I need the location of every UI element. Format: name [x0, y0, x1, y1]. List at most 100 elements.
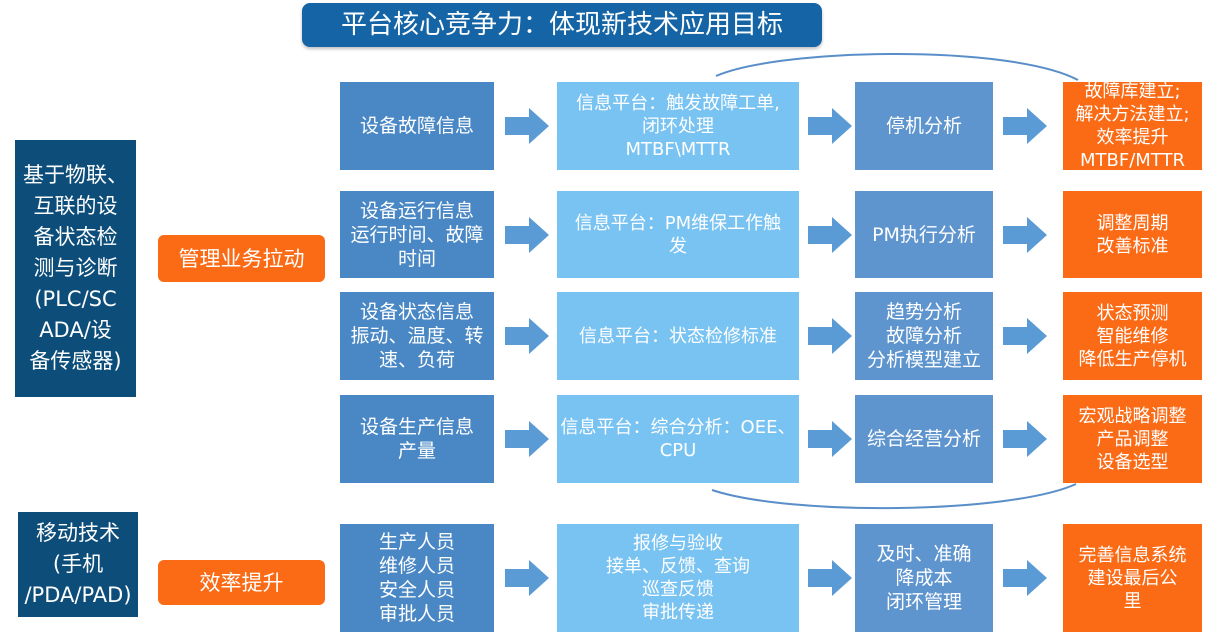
row-1-source-box: 设备故障信息	[340, 82, 494, 170]
row-1-platform-line: 信息平台：触发故障工单,	[576, 92, 780, 114]
row-1-analysis-line: 停机分析	[885, 115, 962, 137]
row-1-analysis-box: 停机分析	[855, 82, 993, 170]
row-2-arrow-2-icon	[808, 216, 852, 253]
row-5-analysis-line: 闭环管理	[885, 591, 962, 613]
row-3-analysis-line: 故障分析	[885, 325, 962, 347]
mobile-line-2: (手机	[52, 552, 104, 576]
row-4-result-line: 产品调整	[1096, 428, 1169, 450]
row-2-platform-line: 发	[669, 235, 687, 257]
row-5-result-line: 完善信息系统	[1078, 544, 1187, 566]
row-4-analysis-line: 综合经营分析	[866, 428, 981, 450]
row-3-platform-box: 信息平台：状态检修标准	[557, 292, 799, 380]
row-3-analysis-line: 趋势分析	[885, 301, 962, 323]
row-3-source-box: 设备状态信息振动、温度、转速、负荷	[340, 292, 494, 380]
iot-line-1: 基于物联、	[23, 163, 128, 187]
row-5-result-box: 完善信息系统建设最后公里	[1063, 524, 1202, 632]
top-loop-arc	[715, 53, 1079, 81]
row-1-platform-line: 闭环处理	[642, 115, 714, 137]
row-4-source-line: 设备生产信息	[359, 416, 474, 438]
row-2-result-box: 调整周期改善标准	[1063, 191, 1202, 278]
row-5-result-line: 建设最后公	[1087, 567, 1178, 589]
iot-line-3: 备状态检	[33, 225, 118, 249]
row-4-arrow-1-icon	[505, 421, 549, 457]
row-2-analysis-line: PM执行分析	[872, 223, 976, 246]
row-5-platform-line: 审批传递	[642, 602, 714, 623]
page-title-text: 平台核心竞争力：体现新技术应用目标	[340, 10, 783, 40]
row-5-source-line: 安全人员	[378, 579, 455, 601]
mobile-line-1: 移动技术	[36, 521, 120, 545]
row-3-result-line: 降低生产停机	[1078, 348, 1187, 370]
row-4-arrow-2-icon	[808, 421, 852, 457]
iot-line-5: (PLC/SC	[34, 287, 117, 311]
row-1-source-line: 设备故障信息	[359, 115, 474, 137]
row-4-analysis-box: 综合经营分析	[855, 395, 993, 483]
row-5-analysis-box: 及时、准确降成本闭环管理	[855, 524, 993, 632]
row-5-platform-line: 报修与验收	[633, 533, 723, 554]
row-3-source-line: 设备状态信息	[359, 301, 474, 323]
row-5-source-line: 审批人员	[378, 603, 455, 625]
efficiency-driver-text: 效率提升	[199, 570, 284, 595]
row-1-platform-line: MTBF\MTTR	[625, 138, 731, 160]
row-1-result-line: MTBF/MTTR	[1079, 150, 1185, 171]
row-1-result-line: 故障库建立;	[1084, 81, 1181, 102]
row-5-platform-box: 报修与验收接单、反馈、查询巡查反馈审批传递	[557, 524, 799, 632]
row-2-result-line: 改善标准	[1096, 235, 1169, 257]
row-5-arrow-2-icon	[808, 560, 852, 596]
row-1-result-line: 解决方法建立;	[1075, 104, 1190, 125]
row-2-arrow-1-icon	[505, 216, 549, 253]
management-driver-label: 管理业务拉动	[158, 235, 325, 282]
bottom-loop-arc	[711, 483, 1077, 510]
row-2-source-box: 设备运行信息运行时间、故障时间	[340, 191, 494, 278]
row-5-source-line: 维修人员	[378, 555, 455, 577]
row-3-analysis-box: 趋势分析故障分析分析模型建立	[855, 292, 993, 380]
row-5-result-line: 里	[1123, 590, 1142, 612]
row-3-arrow-3-icon	[1003, 318, 1047, 354]
row-4-platform-line: CPU	[659, 440, 697, 461]
row-2-source-line: 设备运行信息	[359, 199, 474, 222]
row-2-result-line: 调整周期	[1096, 212, 1169, 234]
row-4-result-line: 设备选型	[1096, 451, 1169, 473]
row-2-platform-line: 信息平台：PM维保工作触	[574, 212, 782, 234]
row-1-arrow-1-icon	[505, 108, 549, 144]
iot-line-4: 测与诊断	[33, 256, 118, 280]
row-5-source-box: 生产人员维修人员安全人员审批人员	[340, 524, 494, 632]
iot-line-6: ADA/设	[39, 318, 112, 342]
row-2-analysis-box: PM执行分析	[855, 191, 993, 278]
row-4-arrow-3-icon	[1003, 421, 1047, 457]
row-1-result-line: 效率提升	[1096, 127, 1169, 148]
row-3-source-line: 振动、温度、转	[350, 325, 484, 347]
row-4-platform-line: 信息平台：综合分析：OEE、	[560, 417, 796, 438]
row-4-result-line: 宏观战略调整	[1078, 405, 1187, 427]
row-2-platform-box: 信息平台：PM维保工作触发	[557, 191, 799, 278]
row-3-arrow-2-icon	[808, 318, 852, 354]
row-4-platform-box: 信息平台：综合分析：OEE、CPU	[557, 395, 799, 483]
row-4-result-box: 宏观战略调整产品调整设备选型	[1063, 395, 1202, 483]
row-3-analysis-line: 分析模型建立	[866, 349, 981, 371]
row-4-source-box: 设备生产信息产量	[340, 395, 494, 483]
row-1-arrow-2-icon	[808, 108, 852, 144]
row-2-arrow-3-icon	[1003, 216, 1047, 253]
row-5-platform-line: 接单、反馈、查询	[606, 556, 750, 577]
iot-line-2: 互联的设	[33, 194, 118, 218]
management-driver-text: 管理业务拉动	[178, 246, 305, 271]
row-3-result-box: 状态预测智能维修降低生产停机	[1063, 292, 1202, 380]
row-5-arrow-1-icon	[505, 560, 549, 596]
row-1-arrow-3-icon	[1003, 108, 1047, 144]
mobile-line-3: /PDA/PAD)	[24, 583, 132, 607]
row-5-analysis-line: 及时、准确	[876, 543, 972, 565]
row-4-source-line: 产量	[397, 440, 436, 462]
iot-line-7: 备传感器)	[29, 349, 122, 373]
row-5-analysis-line: 降成本	[895, 567, 953, 589]
row-5-arrow-3-icon	[1003, 560, 1047, 596]
row-3-result-line: 状态预测	[1096, 302, 1169, 324]
row-3-platform-line: 信息平台：状态检修标准	[579, 325, 777, 347]
row-2-source-line: 时间	[397, 247, 436, 270]
row-5-platform-line: 巡查反馈	[642, 579, 714, 600]
row-2-source-line: 运行时间、故障	[350, 223, 484, 246]
page-title: 平台核心竞争力：体现新技术应用目标	[302, 3, 822, 47]
efficiency-driver-label: 效率提升	[158, 560, 325, 605]
row-3-arrow-1-icon	[505, 318, 549, 354]
